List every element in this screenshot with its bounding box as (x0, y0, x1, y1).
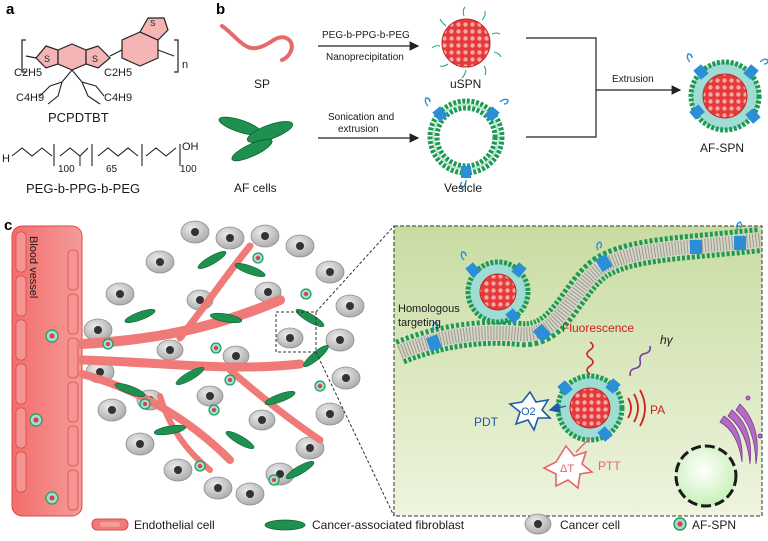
pa-label: PA (650, 403, 665, 417)
sub-100b: 100 (180, 164, 197, 175)
pdt-label: PDT (474, 415, 499, 429)
svg-text:S: S (150, 19, 155, 28)
panel-label-c: c (4, 217, 12, 234)
panel-label-b: b (216, 1, 225, 18)
copolymer-structure (11, 144, 181, 166)
tumor-fibroblasts (114, 250, 329, 480)
process-bottom-1: Sonication and (328, 112, 394, 123)
heat-burst (542, 444, 594, 490)
cell-membrane (395, 221, 762, 365)
polymer-name: PCPDTBT (48, 110, 109, 125)
zoom-line-bottom (315, 351, 395, 517)
legend-fibroblast-swatch (264, 519, 306, 531)
peg-oh: OH (182, 141, 199, 153)
process-top: Nanoprecipitation (326, 52, 404, 63)
uspn-label: uSPN (450, 77, 481, 91)
ptt-label: PTT (598, 459, 621, 473)
o2-burst (508, 390, 552, 432)
panel-label-a: a (6, 1, 15, 18)
heat-arrow (575, 437, 591, 453)
legend: Endothelial cell Cancer-associated fibro… (91, 513, 736, 535)
cell-nucleus (674, 444, 738, 508)
tumor-blood-vessels (77, 242, 324, 473)
homologous-1: Homologous (398, 303, 460, 315)
legend-endothelial: Endothelial cell (134, 518, 215, 532)
hv-label: hγ (660, 333, 674, 347)
light-wave (629, 345, 652, 377)
blood-vessel-label: Blood vessel (27, 236, 39, 298)
o2-label: O2 (521, 406, 536, 418)
inset-af-spn-targeting (460, 251, 531, 325)
o2-arrow (548, 402, 567, 414)
side-group-right-b: C4H9 (104, 92, 132, 104)
vesicle-label: Vesicle (444, 181, 482, 195)
svg-text:S: S (92, 54, 98, 64)
golgi-apparatus (719, 395, 763, 465)
polymer-n: n (182, 59, 188, 71)
pcpdtbt-structure: S S S (21, 17, 179, 105)
product-label: AF-SPN (700, 141, 744, 155)
legend-endothelial-inner (100, 522, 120, 527)
vesicle (424, 97, 509, 189)
copolymer-name: PEG-b-PPG-b-PEG (26, 181, 140, 196)
af-cells-label: AF cells (234, 181, 277, 195)
inset-af-spn-therapy (555, 373, 625, 443)
reagent-top: PEG-b-PPG-b-PEG (322, 30, 410, 41)
zoom-line-top (315, 225, 395, 313)
pa-waves (627, 389, 646, 427)
sub-65: 65 (106, 164, 118, 175)
tumor-af-spn-markers (102, 252, 326, 486)
zoom-region (275, 311, 317, 353)
legend-af-spn-core (677, 521, 683, 527)
process-bottom-2: extrusion (338, 124, 379, 135)
uspn-particle (431, 6, 502, 79)
sub-100a: 100 (58, 164, 75, 175)
peg-h: H (2, 153, 10, 165)
dt-label: ΔT (560, 463, 574, 475)
side-group-right: C2H5 (104, 67, 132, 79)
vessel-af-spn-markers (29, 329, 59, 505)
af-spn-product (686, 53, 768, 133)
homologous-2: targeting (398, 317, 441, 329)
side-group-left-b: C4H9 (16, 92, 44, 104)
legend-cancer-nucleus (534, 520, 542, 528)
fluorescence-label: Fluorescence (562, 321, 634, 335)
sp-chain (220, 24, 294, 62)
fluorescence-wave (586, 341, 594, 375)
af-cells (218, 116, 294, 162)
merge-bracket (526, 37, 597, 138)
extrusion-label: Extrusion (612, 74, 654, 85)
sp-label: SP (254, 77, 270, 91)
blood-vessel (11, 225, 83, 517)
svg-text:S: S (44, 54, 50, 64)
legend-fibroblast: Cancer-associated fibroblast (312, 518, 465, 532)
legend-cancer-cell: Cancer cell (560, 518, 620, 532)
legend-af-spn: AF-SPN (692, 518, 736, 532)
side-group-left: C2H5 (14, 67, 42, 79)
